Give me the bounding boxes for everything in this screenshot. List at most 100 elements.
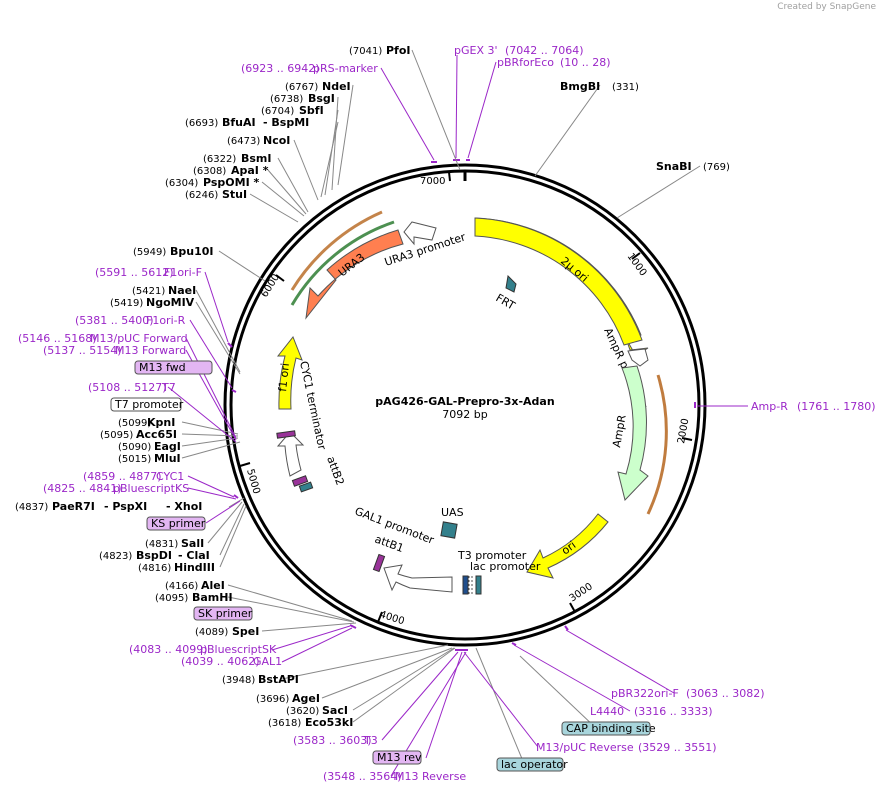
pos-stui: (6246)	[185, 190, 218, 201]
pos-hindiii: (4816)	[138, 563, 171, 574]
enzyme-saci[interactable]: SacI	[322, 704, 348, 717]
primer-t7[interactable]: T7	[161, 381, 176, 394]
enzyme-eagi[interactable]: EagI	[154, 440, 181, 453]
pos-prs-marker: (6923 .. 6942)	[241, 62, 320, 75]
pos-snabi: (769)	[703, 162, 730, 173]
enzyme-bstapi[interactable]: BstAPI	[258, 673, 299, 686]
lac-operator-label: lac operator	[501, 758, 568, 771]
enzyme-eco53ki[interactable]: Eco53kI	[305, 716, 353, 729]
enzyme-xhoi[interactable]: - XhoI	[166, 500, 202, 513]
pos-bsgi: (6738)	[270, 94, 303, 105]
enzyme-sbfi[interactable]: SbfI	[299, 104, 324, 117]
ks-primer-box[interactable]	[146, 516, 206, 531]
primer-gal1[interactable]: GAL1	[253, 655, 282, 668]
enzyme-sali[interactable]: SalI	[181, 537, 204, 550]
enzyme-ngomiv[interactable]: NgoMIV	[146, 296, 195, 309]
enzyme-stui[interactable]: StuI	[222, 188, 247, 201]
enzyme-bsgi[interactable]: BsgI	[308, 92, 335, 105]
feature-ura3-promoter[interactable]	[403, 221, 437, 246]
pos-mlui: (5015)	[118, 454, 151, 465]
primer-m13puc-forward[interactable]: M13/pUC Forward	[90, 332, 188, 345]
primer-f1ori-f[interactable]: F1ori-F	[164, 266, 202, 279]
feature-ampr-promoter[interactable]	[627, 348, 649, 367]
enzyme-bfuai[interactable]: BfuAI	[222, 116, 256, 129]
sk-primer-box[interactable]	[193, 606, 253, 621]
enzyme-apai[interactable]: ApaI *	[231, 164, 269, 177]
m13-fwd-box[interactable]	[134, 360, 213, 375]
enzyme-bpu10i[interactable]: Bpu10I	[170, 245, 214, 258]
pos-m13puc-forward: (5146 .. 5168)	[18, 332, 97, 345]
feature-gal1-promoter[interactable]	[383, 564, 453, 593]
lac-operator-box[interactable]	[496, 757, 564, 772]
primer-m13puc-reverse[interactable]: M13/pUC Reverse	[536, 741, 634, 754]
pos-sali: (4831)	[145, 539, 178, 550]
pos-agei: (3696)	[256, 694, 289, 705]
tick-label-2000: 2000	[676, 418, 691, 445]
t7-promoter-label: T7 promoter	[114, 398, 184, 411]
enzyme-hindiii[interactable]: HindIII	[174, 561, 215, 574]
primer-pbrforeco[interactable]: pBRforEco	[497, 56, 554, 69]
enzyme-paer7i[interactable]: PaeR7I	[52, 500, 95, 513]
feature-uas[interactable]	[440, 521, 458, 539]
feature-f1-ori[interactable]	[276, 336, 303, 410]
enzyme-ncoi[interactable]: NcoI	[263, 134, 290, 147]
enzyme-pspomi[interactable]: PspOMI *	[203, 176, 260, 189]
enzyme-bspmi[interactable]: - BspMI	[263, 116, 309, 129]
feature-frt[interactable]	[505, 274, 517, 293]
primer-f1ori-r[interactable]: F1ori-R	[146, 314, 186, 327]
pos-ncoi: (6473)	[227, 136, 260, 147]
enzyme-snabi[interactable]: SnaBI	[656, 160, 692, 173]
primer-amp-r[interactable]: Amp-R	[751, 400, 788, 413]
primer-l4440[interactable]: L4440	[590, 705, 624, 718]
enzyme-bsmi[interactable]: BsmI	[241, 152, 272, 165]
pos-pbluescriptks: (4825 .. 4841)	[43, 482, 122, 495]
pos-acc65i: (5095)	[100, 430, 133, 441]
feature-lac-box[interactable]	[462, 575, 469, 595]
enzyme-pfoi[interactable]: PfoI	[386, 44, 411, 57]
sk-primer-label: SK primer	[198, 607, 253, 620]
primer-prs-marker[interactable]: pRS-marker	[313, 62, 378, 75]
feature-attb1[interactable]	[372, 553, 386, 573]
enzyme-alei[interactable]: AleI	[201, 579, 225, 592]
feature-ori[interactable]	[526, 513, 609, 579]
tick-marks	[239, 171, 693, 623]
enzyme-bmgbi[interactable]: BmgBI	[560, 80, 600, 93]
primer-pbr322ori-f[interactable]: pBR322ori-F	[611, 687, 679, 700]
pos-pbluescriptsk: (4083 .. 4099)	[129, 643, 208, 656]
t7-promoter-box[interactable]	[110, 397, 182, 412]
primer-pbluescriptsk[interactable]: pBluescriptSK	[200, 643, 277, 656]
enzyme-acc65i[interactable]: Acc65I	[136, 428, 177, 441]
feature-label-uas: UAS	[441, 506, 464, 519]
primer-pbluescriptks[interactable]: pBluescriptKS	[113, 482, 189, 495]
pos-eagi: (5090)	[118, 442, 151, 453]
enzyme-pspxi[interactable]: - PspXI	[104, 500, 147, 513]
pos-m13-forward: (5137 .. 5154)	[43, 344, 122, 357]
feature-label-f1-ori: f1 ori	[276, 362, 292, 392]
enzyme-kpni[interactable]: KpnI	[147, 416, 175, 429]
primer-m13-reverse[interactable]: M13 Reverse	[395, 770, 466, 783]
enzyme-bspdi[interactable]: BspDI	[136, 549, 172, 562]
enzyme-naei[interactable]: NaeI	[168, 284, 196, 297]
enzyme-bamhi[interactable]: BamHI	[192, 591, 233, 604]
enzyme-mlui[interactable]: MluI	[154, 452, 181, 465]
pos-t7: (5108 .. 5127)	[88, 381, 167, 394]
primer-m13-forward[interactable]: M13 Forward	[115, 344, 186, 357]
feature-attb2[interactable]	[291, 475, 309, 487]
primer-cyc1[interactable]: CYC1	[156, 470, 184, 483]
feature-label-ampr: AmpR	[610, 414, 629, 449]
enzyme-spei[interactable]: SpeI	[232, 625, 259, 638]
feature-ura3[interactable]	[305, 229, 404, 320]
primer-t3[interactable]: T3	[363, 734, 378, 747]
feature-cyc1-terminator[interactable]	[276, 431, 305, 477]
cap-binding-site-label: CAP binding site	[566, 722, 656, 735]
m13-rev-box[interactable]	[372, 750, 422, 765]
enzyme-clai[interactable]: - ClaI	[178, 549, 210, 562]
cap-binding-site-box[interactable]	[561, 721, 651, 736]
feature-label-attb2: attB2	[324, 455, 346, 488]
enzyme-agei[interactable]: AgeI	[292, 692, 320, 705]
enzyme-ndei[interactable]: NdeI	[322, 80, 351, 93]
feature-ampr[interactable]	[617, 365, 649, 501]
primer-pgex3[interactable]: pGEX 3'	[454, 44, 498, 57]
pos-ndei: (6767)	[285, 82, 318, 93]
